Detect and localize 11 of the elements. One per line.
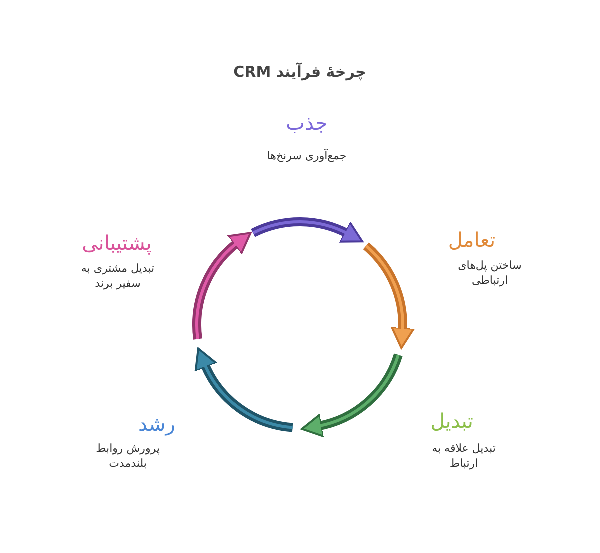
stage-description: تبدیل مشتری به سفیر برند	[80, 261, 156, 291]
stage-description: جمع‌آوری سرنخ‌ها	[266, 148, 348, 164]
stage-heading: تعامل	[448, 228, 496, 252]
stage-heading: تبدیل	[430, 409, 474, 433]
title: چرخهٔ فرآیند CRM	[234, 63, 366, 81]
stage-heading: پشتیبانی	[82, 231, 152, 255]
stage-description: ساختن پل‌های ارتباطی	[457, 258, 523, 288]
stage-description: تبدیل علاقه به ارتباط	[431, 441, 497, 471]
stage-heading: جذب	[286, 111, 328, 135]
stage-heading: رشد	[138, 412, 176, 436]
stage-description: پرورش روابط بلندمدت	[95, 441, 161, 471]
